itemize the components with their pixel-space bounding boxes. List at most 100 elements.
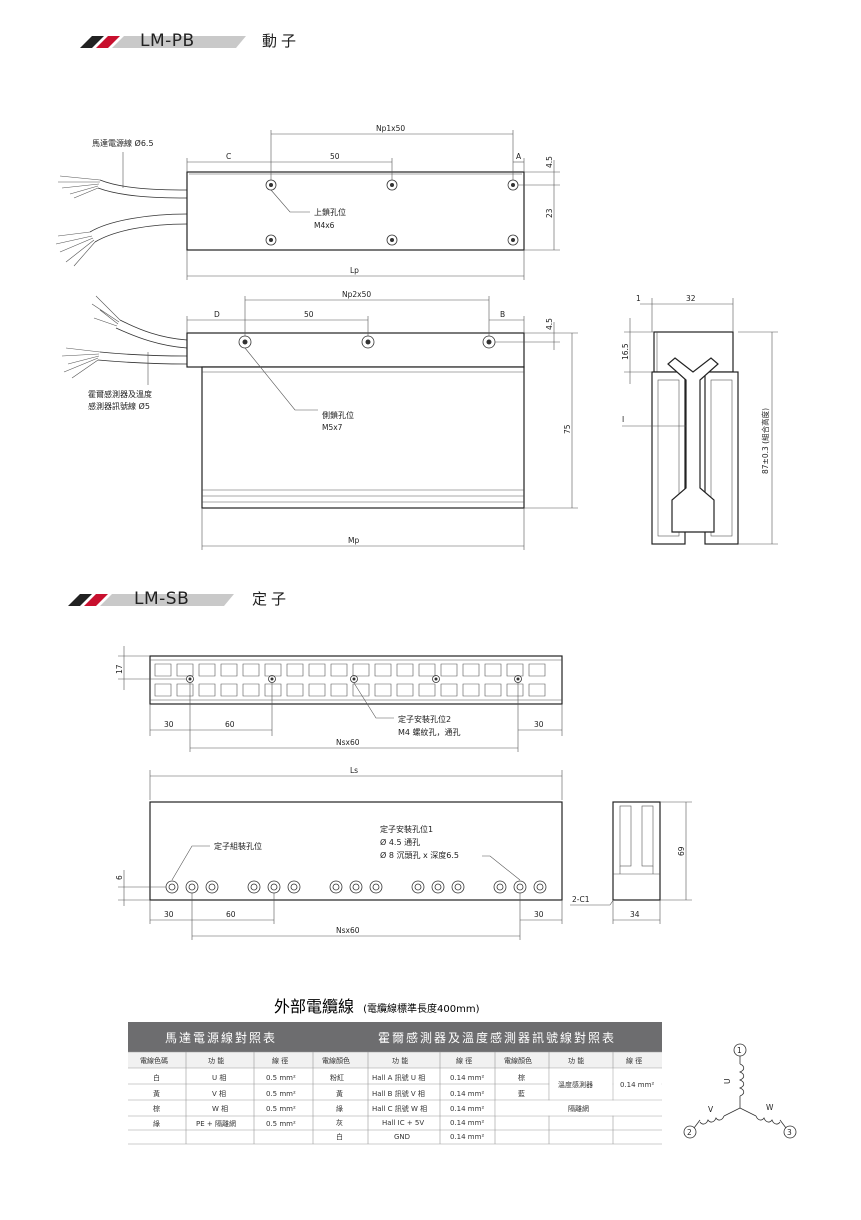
motor-power-cable (55, 175, 188, 267)
hall-row-2-gauge: 0.14 mm² (450, 1105, 484, 1113)
mount-hole-label-1: 定子安裝孔位1 (380, 824, 433, 834)
dim-6: 6 (115, 875, 124, 880)
dim-17: 17 (115, 664, 124, 674)
dim-a: A (516, 152, 522, 161)
stator-top-hole-label: 定子安裝孔位2 (398, 714, 451, 724)
hdr-motor-gauge: 線 徑 (272, 1056, 288, 1065)
motor-row-3-function: PE + 隔離網 (196, 1119, 236, 1128)
cable-title-sub: (電纜線標準長度400mm) (363, 1002, 479, 1015)
hall-row-1-color: 黃 (336, 1089, 343, 1098)
hdr-temp-gauge: 線 徑 (626, 1056, 642, 1065)
hdr-hall-color: 電線顏色 (322, 1056, 350, 1065)
motor-row-3-color: 綠 (153, 1119, 160, 1128)
stator-name: 定子 (252, 590, 290, 608)
hall-row-4-function: GND (394, 1133, 410, 1141)
stator-top-dim-60: 60 (225, 720, 235, 729)
dim-4-5-side: 4.5 (545, 318, 554, 330)
motor-table-title: 馬達電源線對照表 (165, 1030, 277, 1045)
table-grid (128, 1051, 662, 1145)
motor-row-0-gauge: 0.5 mm² (266, 1074, 296, 1082)
hall-row-0-function: Hall A 訊號 U 相 (372, 1073, 425, 1082)
stator-top-hole-spec: M4 螺紋孔，通孔 (398, 727, 461, 737)
motor-cable-label: 馬達電源線 Ø6.5 (92, 138, 154, 148)
stator-top-nsx60: Nsx60 (336, 738, 360, 747)
winding-u: U (723, 1079, 732, 1085)
dim-b: B (500, 310, 505, 319)
stator-top-view: 17 30 60 30 Nsx60 定子安裝孔位2 M4 螺紋孔，通孔 (115, 646, 563, 752)
temp-color-0: 棕 (518, 1073, 525, 1082)
dim-np1: Np1x50 (376, 124, 405, 133)
top-hole-spec: M4x6 (314, 221, 335, 230)
hall-rows: 粉紅 Hall A 訊號 U 相 0.14 mm² 黃 Hall B 訊號 V … (330, 1073, 484, 1141)
hall-row-2-function: Hall C 訊號 W 相 (372, 1104, 427, 1113)
stator-top-dim-30-right: 30 (534, 720, 544, 729)
dim-32: 32 (686, 294, 696, 303)
mover-side-core (201, 366, 525, 509)
hall-row-1-gauge: 0.14 mm² (450, 1090, 484, 1098)
winding-diagram: 1 U 2 V 3 W (683, 1043, 797, 1139)
hdr-hall-gauge: 線 徑 (456, 1056, 472, 1065)
hall-row-4-color: 白 (336, 1132, 343, 1141)
mover-side-top-plate (186, 332, 525, 368)
motor-row-1-gauge: 0.5 mm² (266, 1090, 296, 1098)
mover-model: LM-PB (140, 31, 195, 51)
stator-side-dim-30-right: 30 (534, 910, 544, 919)
stator-side-holes (165, 880, 547, 894)
hall-table-title: 霍爾感測器及溫度感測器訊號線對照表 (378, 1030, 616, 1045)
cable-title-main: 外部電纜線 (274, 997, 354, 1016)
dim-50-top: 50 (330, 152, 340, 161)
mount-hole-label-2: Ø 4.5 通孔 (380, 837, 420, 847)
winding-terminal-2: 2 (687, 1128, 692, 1137)
temp-color-1: 藍 (518, 1089, 525, 1098)
motor-row-1-function: V 相 (212, 1089, 226, 1098)
temp-shield: 隔離網 (568, 1104, 589, 1113)
top-hole-label: 上鎖孔位 (314, 207, 346, 217)
motor-rows: 白 U 相 0.5 mm² 黃 V 相 0.5 mm² 棕 W 相 0.5 mm… (153, 1073, 296, 1128)
hall-row-1-function: Hall B 訊號 V 相 (372, 1089, 425, 1098)
sensor-cable (61, 295, 188, 379)
motor-row-2-gauge: 0.5 mm² (266, 1105, 296, 1113)
dim-23: 23 (545, 208, 554, 218)
dim-69: 69 (677, 846, 686, 856)
mover-end-view: 1 32 16.5 I 87±0.3 (組合高度) (621, 294, 778, 545)
mover-top-view: 馬達電源線 Ø6.5 Np1x50 C 50 A 4.5 23 (55, 124, 560, 280)
hall-row-2-color: 綠 (336, 1104, 343, 1113)
stator-side-nsx60: Nsx60 (336, 926, 360, 935)
motor-row-1-color: 黃 (153, 1089, 160, 1098)
hdr-motor-color: 電線色碼 (140, 1056, 168, 1065)
dim-2-c1: 2-C1 (572, 895, 590, 904)
mover-name: 動子 (262, 32, 300, 50)
side-hole-label: 側鎖孔位 (322, 410, 354, 420)
temp-rows: 棕 藍 溫度感測器 0.14 mm² 隔離網 (495, 1068, 662, 1116)
dim-d: D (214, 310, 220, 319)
winding-terminal-1: 1 (737, 1046, 742, 1055)
section-header-mover: LM-PB 動子 (80, 31, 300, 51)
stator-side-dim-30-left: 30 (164, 910, 174, 919)
dim-ls: Ls (350, 766, 358, 775)
hall-row-0-gauge: 0.14 mm² (450, 1074, 484, 1082)
dim-c: C (226, 152, 231, 161)
hdr-temp-color: 電線顏色 (504, 1056, 532, 1065)
section-header-stator: LM-SB 定子 (68, 589, 290, 609)
stator-top-teeth (154, 663, 546, 697)
stator-side-dim-60: 60 (226, 910, 236, 919)
hdr-motor-function: 功 能 (208, 1056, 224, 1065)
hall-row-3-gauge: 0.14 mm² (450, 1119, 484, 1127)
dim-1: 1 (636, 294, 641, 303)
stator-end-view: 69 2-C1 34 (570, 801, 692, 924)
dim-34: 34 (630, 910, 640, 919)
motor-row-0-function: U 相 (212, 1073, 226, 1082)
hdr-temp-function: 功 能 (568, 1056, 584, 1065)
hall-row-0-color: 粉紅 (330, 1073, 344, 1082)
hall-row-3-function: Hall IC + 5V (382, 1119, 424, 1127)
assembly-hole-label: 定子組裝孔位 (214, 841, 262, 851)
mover-side-view: 霍爾感測器及溫度 感測器訊號線 Ø5 Np2x50 D 50 B 4.5 (61, 290, 578, 550)
stator-top-dim-30-left: 30 (164, 720, 174, 729)
table-headers: 電線色碼 功 能 線 徑 電線顏色 功 能 線 徑 電線顏色 功 能 線 徑 (140, 1056, 642, 1065)
motor-row-0-color: 白 (153, 1073, 160, 1082)
motor-row-2-color: 棕 (153, 1104, 160, 1113)
dim-50-side: 50 (304, 310, 314, 319)
stator-model: LM-SB (134, 589, 189, 609)
cable-section: 外部電纜線 (電纜線標準長度400mm) 馬達電源線對照表 霍爾感測器及溫度感測… (128, 997, 662, 1145)
